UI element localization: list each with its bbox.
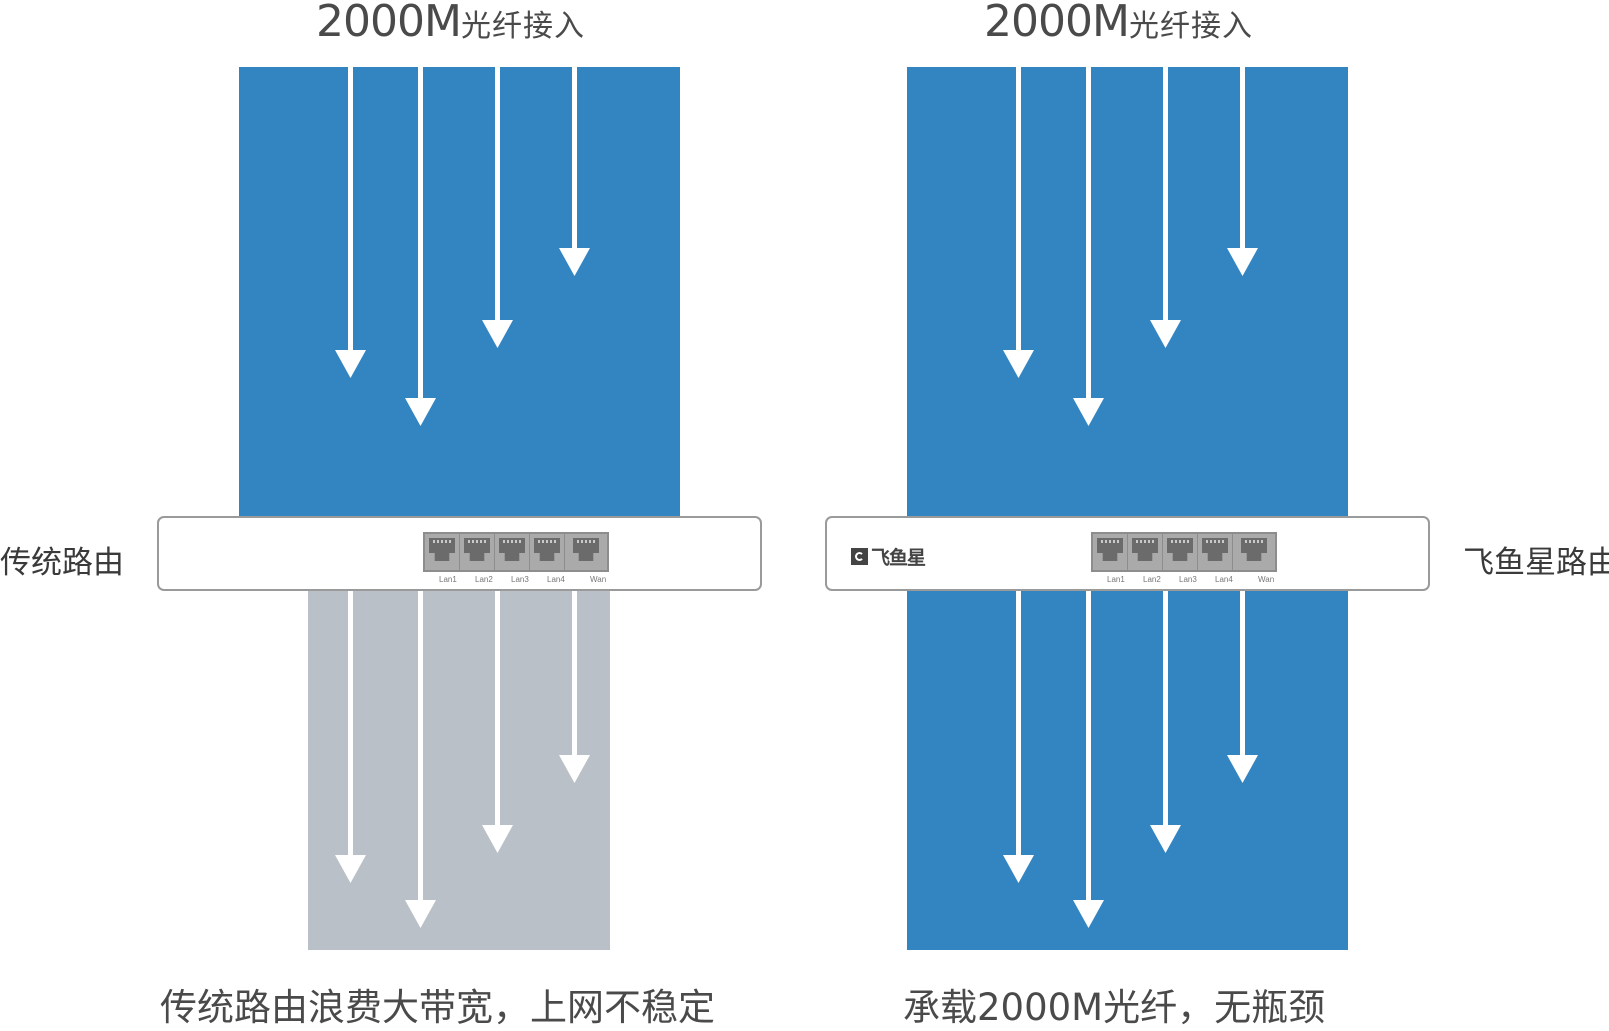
arrow	[1003, 590, 1034, 883]
port-label: Lan2	[1143, 575, 1161, 584]
brand-logo-icon	[851, 548, 868, 565]
left-input-band	[239, 67, 680, 517]
arrow	[405, 67, 436, 426]
port-lan4-icon	[1198, 534, 1233, 570]
port-label: Wan	[590, 575, 607, 584]
brand-logo: 飞鱼星	[851, 543, 926, 570]
arrow	[1003, 67, 1034, 378]
port-label: Wan	[1258, 575, 1275, 584]
right-output-band	[907, 590, 1348, 950]
right-top-title-num: 2000M	[984, 0, 1130, 47]
port-label: Lan3	[1179, 575, 1197, 584]
port-lan1-icon	[425, 534, 460, 570]
arrow	[1073, 590, 1104, 928]
port-label: Lan1	[439, 575, 457, 584]
arrow	[1227, 590, 1258, 783]
left-router: Lan1 Lan2 Lan3 Lan4 Wan	[157, 516, 762, 591]
right-side-label: 飞鱼星路由	[1463, 545, 1609, 581]
port-wan-icon	[565, 534, 607, 570]
arrow	[335, 67, 366, 378]
port-label: Lan3	[511, 575, 529, 584]
arrow	[1150, 590, 1181, 853]
arrow	[1150, 67, 1181, 348]
port-label: Lan1	[1107, 575, 1125, 584]
port-panel	[423, 532, 609, 572]
right-caption: 承载2000M光纤，无瓶颈	[903, 986, 1326, 1029]
left-side-label: 传统路由	[0, 545, 124, 581]
right-top-title: 2000M光纤接入	[984, 0, 1253, 47]
port-label: Lan4	[547, 575, 565, 584]
port-lan4-icon	[530, 534, 565, 570]
arrow	[482, 590, 513, 853]
left-top-title-cn: 光纤接入	[460, 9, 585, 44]
arrow	[1073, 67, 1104, 426]
right-router: 飞鱼星 Lan1 Lan2 Lan3 Lan4 Wan	[825, 516, 1430, 591]
port-lan1-icon	[1093, 534, 1128, 570]
port-panel	[1091, 532, 1277, 572]
port-label: Lan4	[1215, 575, 1233, 584]
right-top-title-cn: 光纤接入	[1128, 9, 1253, 44]
right-input-band	[907, 67, 1348, 517]
arrow	[335, 590, 366, 883]
arrow	[1227, 67, 1258, 276]
port-lan2-icon	[1128, 534, 1163, 570]
arrow	[482, 67, 513, 348]
left-caption: 传统路由浪费大带宽，上网不稳定	[160, 986, 715, 1029]
port-label: Lan2	[475, 575, 493, 584]
port-lan3-icon	[495, 534, 530, 570]
arrow	[405, 590, 436, 928]
port-lan2-icon	[460, 534, 495, 570]
left-top-title-num: 2000M	[316, 0, 462, 47]
port-wan-icon	[1233, 534, 1275, 570]
brand-name: 飞鱼星	[871, 547, 926, 569]
left-top-title: 2000M光纤接入	[316, 0, 585, 47]
arrow	[559, 590, 590, 783]
port-lan3-icon	[1163, 534, 1198, 570]
arrow	[559, 67, 590, 276]
left-output-band	[308, 590, 610, 950]
